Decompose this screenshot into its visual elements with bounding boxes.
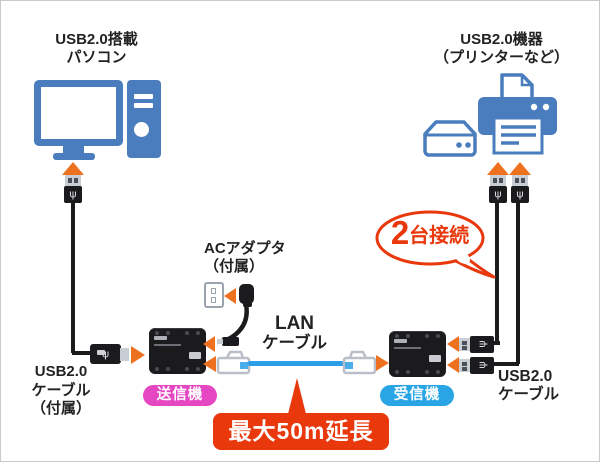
usb-cable-segment bbox=[71, 202, 75, 353]
usb-cable-right-label: USB2.0 ケーブル bbox=[498, 368, 559, 403]
usb-cable-left-line3: （付属） bbox=[30, 400, 91, 417]
device-logo bbox=[154, 336, 167, 340]
screw bbox=[395, 370, 399, 374]
screw bbox=[155, 367, 159, 371]
ac-adapter-line1: ACアダプタ bbox=[204, 240, 286, 257]
pc-label-line1: USB2.0搭載 bbox=[55, 31, 138, 48]
usb-plug-icon bbox=[511, 186, 529, 203]
screw bbox=[196, 331, 200, 335]
ac-adapter-plug-icon bbox=[239, 284, 254, 304]
left-arrow-icon bbox=[203, 356, 216, 372]
left-arrow-icon bbox=[224, 288, 236, 304]
screw bbox=[425, 370, 429, 374]
up-arrow-icon bbox=[509, 162, 531, 175]
usb-b-plug-icon bbox=[90, 344, 121, 364]
usb-plug-tip bbox=[65, 175, 81, 186]
screw bbox=[406, 370, 410, 374]
usb-plug-icon bbox=[489, 186, 507, 203]
usb-cable-right-line1: USB2.0 bbox=[498, 368, 553, 385]
ac-adapter-line2: （付属） bbox=[204, 258, 265, 275]
usb-plug-tip bbox=[459, 338, 470, 351]
device-logo bbox=[394, 339, 407, 343]
usb-cable-segment bbox=[516, 202, 520, 364]
usb-plug-icon bbox=[64, 186, 82, 203]
usb-cable-left-line2: ケーブル bbox=[31, 381, 91, 399]
screw bbox=[436, 334, 440, 338]
screw bbox=[166, 367, 170, 371]
usb-plug-tip bbox=[512, 175, 528, 186]
left-arrow-icon bbox=[447, 336, 459, 352]
monitor-stand-base bbox=[53, 153, 95, 160]
monitor-stand-neck bbox=[63, 145, 84, 154]
usb-cable-right-line2: ケーブル bbox=[498, 385, 560, 403]
up-arrow-icon bbox=[62, 162, 84, 175]
max-length-banner: 最大50m延長 bbox=[213, 413, 389, 450]
usb-b-logo-mark bbox=[97, 350, 105, 355]
usb-plug-tip bbox=[490, 175, 506, 186]
screw bbox=[185, 367, 189, 371]
callout-bubble bbox=[375, 210, 496, 279]
transmitter-badge: 送信機 bbox=[143, 385, 217, 406]
screw bbox=[166, 331, 170, 335]
usb-cable-segment bbox=[492, 362, 519, 366]
outlet-slot bbox=[210, 297, 216, 303]
lan-label-line1: LAN bbox=[274, 313, 315, 334]
usb-cable-segment bbox=[495, 202, 499, 343]
lan-cable-line bbox=[248, 361, 344, 366]
usb-plug-icon bbox=[470, 336, 494, 353]
tower-power-dot bbox=[134, 122, 149, 137]
screw bbox=[406, 334, 410, 338]
screw bbox=[395, 334, 399, 338]
device-print bbox=[154, 344, 181, 346]
device-port-label bbox=[189, 352, 201, 359]
device-port-label bbox=[429, 355, 441, 362]
drive-device-icon bbox=[423, 120, 477, 157]
peripherals-line2: （プリンターなど） bbox=[433, 49, 569, 66]
usb-cable-segment bbox=[492, 341, 500, 345]
device-print bbox=[394, 347, 421, 349]
pc-tower-icon bbox=[127, 80, 161, 158]
banner-pointer bbox=[288, 378, 306, 414]
printer-icon bbox=[478, 73, 557, 155]
outlet-slot bbox=[210, 287, 216, 294]
lan-label-line2: ケーブル bbox=[261, 334, 327, 352]
screw bbox=[436, 370, 440, 374]
outlet-icon bbox=[204, 282, 224, 308]
dc-plug-icon bbox=[222, 337, 239, 346]
callout-text: 2台接続 bbox=[375, 214, 485, 252]
pc-label: USB2.0搭載 パソコン bbox=[29, 31, 164, 67]
tower-slot bbox=[134, 94, 153, 99]
dc-plug-tip bbox=[217, 339, 223, 344]
callout-number: 2 bbox=[390, 214, 410, 251]
up-arrow-icon bbox=[487, 162, 509, 175]
right-arrow-icon bbox=[131, 346, 145, 364]
rj45-plug-icon bbox=[216, 350, 251, 375]
usb-cable-segment bbox=[72, 351, 92, 355]
tower-slot bbox=[134, 103, 153, 108]
ac-adapter-label: ACアダプタ （付属） bbox=[204, 240, 286, 276]
right-arrow-icon bbox=[376, 355, 389, 371]
callout-suffix: 台接続 bbox=[409, 225, 470, 247]
usb-cable-left-line1: USB2.0 bbox=[34, 363, 88, 380]
lan-cable-label: LAN ケーブル bbox=[252, 313, 337, 352]
peripherals-line1: USB2.0機器 bbox=[460, 31, 543, 48]
screw bbox=[155, 331, 159, 335]
peripherals-label: USB2.0機器 （プリンターなど） bbox=[409, 31, 594, 67]
left-arrow-icon bbox=[447, 357, 459, 373]
usb-b-plug-tip bbox=[120, 348, 129, 361]
screw bbox=[196, 367, 200, 371]
screw bbox=[185, 331, 189, 335]
left-arrow-icon bbox=[203, 336, 215, 352]
transmitter-device-icon bbox=[149, 328, 206, 374]
usb-cable-left-label: USB2.0 ケーブル （付属） bbox=[15, 363, 107, 419]
usb-plug-tip bbox=[459, 359, 470, 372]
receiver-device-icon bbox=[389, 331, 446, 377]
usb-plug-icon bbox=[470, 357, 494, 374]
pc-label-line2: パソコン bbox=[66, 49, 127, 66]
rj45-plug-icon bbox=[342, 350, 377, 375]
monitor-icon bbox=[34, 80, 123, 146]
receiver-badge: 受信機 bbox=[380, 385, 454, 406]
screw bbox=[425, 334, 429, 338]
